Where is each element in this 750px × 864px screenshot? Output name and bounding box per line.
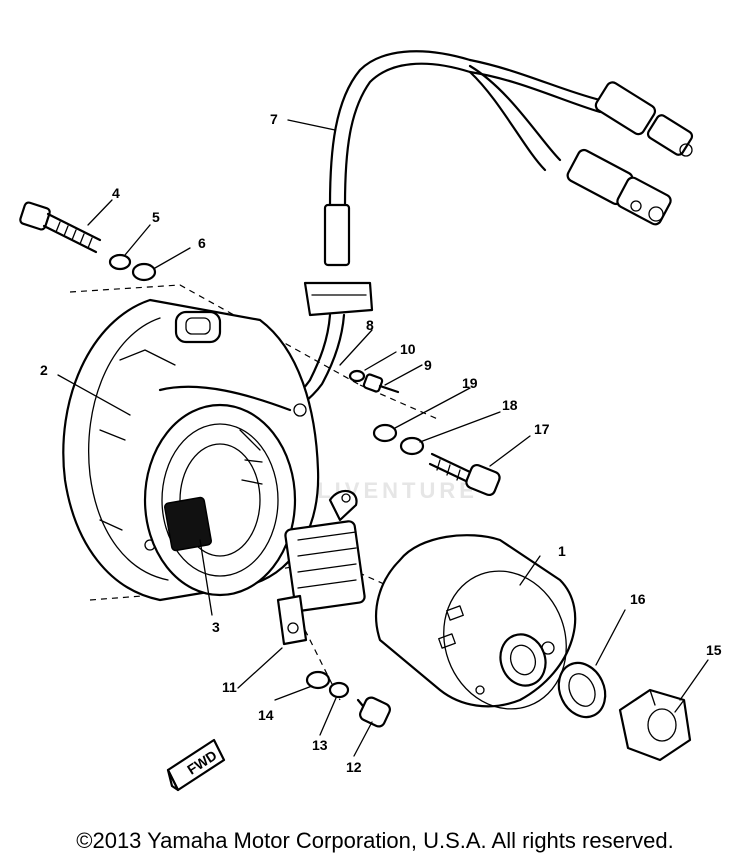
callout-10: 10 xyxy=(400,341,416,357)
callout-16: 16 xyxy=(630,591,646,607)
callout-17: 17 xyxy=(534,421,550,437)
copyright-notice: ©2013 Yamaha Motor Corporation, U.S.A. A… xyxy=(76,828,674,853)
callout-3: 3 xyxy=(212,619,220,635)
screw-9 xyxy=(362,373,400,394)
callout-12: 12 xyxy=(346,759,362,775)
screw-17 xyxy=(428,452,501,497)
callout-5: 5 xyxy=(152,209,160,225)
washer-6 xyxy=(131,262,157,282)
fwd-arrow: FWD xyxy=(166,738,226,792)
callout-1: 1 xyxy=(558,543,566,559)
exploded-parts-diagram: FWD 1 2 3 4 5 6 7 8 9 10 11 12 13 xyxy=(19,50,722,792)
callout-11: 11 xyxy=(222,679,237,695)
callout-2: 2 xyxy=(40,362,48,378)
washer-10 xyxy=(348,369,366,383)
callout-9: 9 xyxy=(424,357,432,373)
callout-6: 6 xyxy=(198,235,206,251)
callout-numbers: 1 2 3 4 5 6 7 8 9 10 11 12 13 14 15 16 1… xyxy=(40,111,722,775)
callout-15: 15 xyxy=(706,642,722,658)
leader-lines xyxy=(57,119,709,757)
nut-15 xyxy=(618,688,692,762)
stator-coil xyxy=(143,385,297,597)
callout-18: 18 xyxy=(502,397,518,413)
callout-7: 7 xyxy=(270,111,278,127)
callout-19: 19 xyxy=(462,375,478,391)
wire-harness xyxy=(328,50,694,226)
callout-13: 13 xyxy=(312,737,328,753)
callout-8: 8 xyxy=(366,317,374,333)
washer-13 xyxy=(328,681,350,699)
callout-4: 4 xyxy=(112,185,120,201)
bolt-4 xyxy=(19,201,102,254)
washer-16 xyxy=(557,661,607,719)
callout-14: 14 xyxy=(258,707,274,723)
washer-18 xyxy=(399,436,425,456)
washer-19 xyxy=(372,423,398,443)
washer-5 xyxy=(108,253,132,271)
rotor-flywheel xyxy=(375,534,577,710)
screw-12 xyxy=(356,696,391,728)
washer-14 xyxy=(305,670,331,690)
pickup-coil xyxy=(276,489,366,646)
